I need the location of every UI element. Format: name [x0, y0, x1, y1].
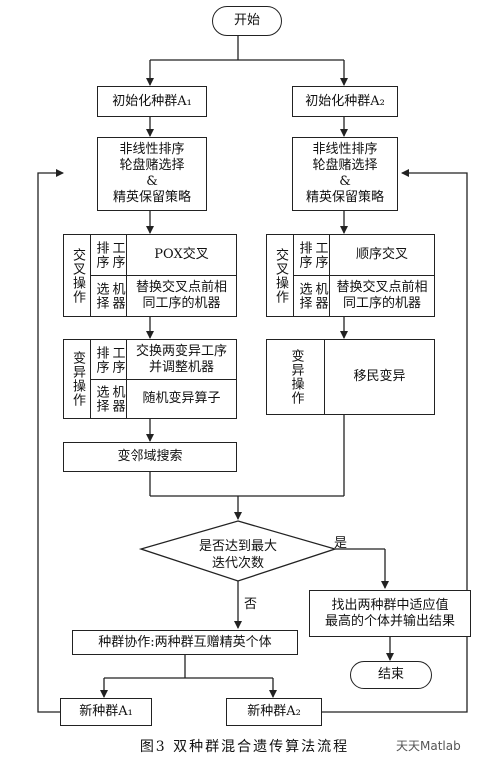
end-terminal: 结束	[350, 661, 432, 689]
crossover-right-row1-label: 工序排序	[293, 235, 329, 275]
init-population-a1-label: 初始化种群A₁	[112, 93, 192, 109]
yes-label: 是	[334, 536, 348, 551]
selection-left-line-3: &	[146, 174, 158, 189]
output-line-2: 最高的个体并输出结果	[324, 613, 455, 629]
crossover-left-row2-line-2: 同工序的机器	[142, 296, 221, 311]
crossover-right-title: 交叉操作	[273, 247, 288, 304]
decision-line-2: 迭代次数	[211, 556, 264, 571]
crossover-right-row2-text: 替换交叉点前相 同工序的机器	[329, 275, 434, 316]
crossover-left-title: 交叉操作	[70, 247, 85, 304]
mutation-left-row2-label: 机器选择	[90, 379, 126, 418]
crossover-right-row1-text: 顺序交叉	[329, 235, 434, 275]
selection-right-line-2: 轮盘赌选择	[312, 158, 378, 173]
selection-right-line-1: 非线性排序	[312, 142, 378, 157]
figure-caption: 图3 双种群混合遗传算法流程	[139, 739, 350, 755]
mutation-left-row1-line-1: 交换两变异工序	[135, 343, 227, 359]
init-population-a1-box: 初始化种群A₁	[97, 86, 207, 117]
no-label: 否	[244, 597, 258, 612]
crossover-left-row2-line-1: 替换交叉点前相	[135, 280, 227, 295]
crossover-right-box: 交叉操作 工序排序 顺序交叉 机器选择 替换交叉点前相 同工序的机器	[266, 234, 435, 317]
new-population-a2-label: 新种群A₂	[247, 704, 301, 719]
new-population-a2-box: 新种群A₂	[226, 698, 322, 726]
mutation-right-title: 变异操作	[288, 349, 304, 405]
new-population-a1-box: 新种群A₁	[60, 698, 152, 726]
crossover-left-row2-text: 替换交叉点前相 同工序的机器	[126, 275, 236, 316]
watermark: 天天Matlab	[396, 739, 461, 753]
mutation-right-text: 移民变异	[324, 340, 434, 414]
mutation-left-row1-label: 工序排序	[90, 340, 126, 379]
end-label: 结束	[377, 667, 404, 682]
selection-left-box: 非线性排序 轮盘赌选择 & 精英保留策略	[97, 137, 207, 211]
selection-left-line-4: 精英保留策略	[112, 190, 191, 205]
decision-line-1: 是否达到最大	[198, 539, 277, 554]
neighborhood-search-box: 变邻域搜索	[63, 442, 237, 472]
edge-loop-left	[37, 169, 64, 713]
crossover-left-box: 交叉操作 工序排序 POX交叉 机器选择 替换交叉点前相 同工序的机器	[63, 234, 237, 317]
mutation-right-box: 变异操作 移民变异	[266, 339, 435, 415]
crossover-right-row2-label: 机器选择	[293, 275, 329, 316]
mutation-left-box: 变异操作 工序排序 交换两变异工序 并调整机器 机器选择 随机变异算子	[63, 339, 237, 419]
cooperation-box: 种群协作:两种群互赠精英个体	[72, 630, 298, 655]
output-result-box: 找出两种群中适应值 最高的个体并输出结果	[309, 590, 471, 637]
mutation-left-row2-text: 随机变异算子	[126, 379, 236, 418]
mutation-left-title: 变异操作	[70, 351, 85, 407]
selection-right-line-4: 精英保留策略	[305, 190, 384, 205]
init-population-a2-label: 初始化种群A₂	[305, 93, 385, 109]
mutation-left-row1-text: 交换两变异工序 并调整机器	[126, 340, 236, 379]
crossover-right-row2-line-1: 替换交叉点前相	[336, 280, 428, 295]
start-terminal: 开始	[212, 6, 282, 36]
selection-right-box: 非线性排序 轮盘赌选择 & 精英保留策略	[292, 137, 398, 211]
decision-text: 是否达到最大 迭代次数	[178, 538, 298, 572]
cooperation-label: 种群协作:两种群互赠精英个体	[98, 634, 272, 650]
neighborhood-search-label: 变邻域搜索	[117, 449, 183, 464]
init-population-a2-box: 初始化种群A₂	[292, 86, 398, 117]
selection-right-line-3: &	[339, 174, 351, 189]
selection-left-line-2: 轮盘赌选择	[119, 158, 185, 173]
output-line-1: 找出两种群中适应值	[331, 597, 449, 613]
selection-left-line-1: 非线性排序	[119, 142, 185, 157]
new-population-a1-label: 新种群A₁	[79, 704, 133, 719]
crossover-left-row2-label: 机器选择	[90, 275, 126, 316]
edge-loop-right	[322, 169, 468, 713]
crossover-left-row1-text: POX交叉	[126, 235, 236, 275]
mutation-left-row1-line-2: 并调整机器	[148, 359, 214, 375]
crossover-right-row2-line-2: 同工序的机器	[342, 296, 421, 311]
crossover-left-row1-label: 工序排序	[90, 235, 126, 275]
start-label: 开始	[233, 13, 260, 28]
